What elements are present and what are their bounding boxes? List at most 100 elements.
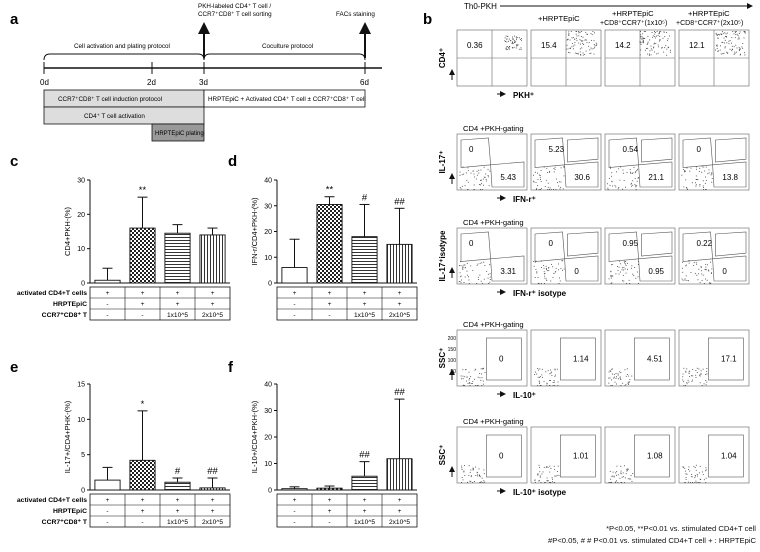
gate-polygon xyxy=(638,255,673,282)
event-dot xyxy=(534,482,536,483)
event-dot xyxy=(480,179,482,181)
event-dot xyxy=(476,385,478,386)
event-dot xyxy=(513,35,515,37)
event-dot xyxy=(553,168,555,169)
event-dot xyxy=(550,369,551,371)
event-dot xyxy=(472,269,474,271)
event-dot xyxy=(682,466,684,468)
event-dot xyxy=(469,471,471,473)
event-dot xyxy=(737,38,739,40)
event-dot xyxy=(595,45,597,46)
event-dot xyxy=(468,276,470,278)
event-dot xyxy=(651,31,653,33)
event-dot xyxy=(581,40,583,42)
event-dot xyxy=(554,368,556,370)
event-dot xyxy=(552,385,554,386)
event-dot xyxy=(608,177,610,179)
event-dot xyxy=(537,185,539,187)
gate-value: 12.1 xyxy=(689,41,705,50)
event-dot xyxy=(487,175,489,176)
event-dot xyxy=(620,465,622,467)
event-dot xyxy=(558,283,560,284)
event-dot xyxy=(744,32,746,34)
event-dot xyxy=(577,31,579,32)
event-dot xyxy=(549,171,551,173)
event-dot xyxy=(617,373,619,375)
event-dot xyxy=(631,182,633,184)
day-label-0d: 0d xyxy=(40,78,49,87)
event-dot xyxy=(462,267,464,269)
gate-polygon xyxy=(567,137,599,163)
event-dot xyxy=(666,40,668,42)
event-dot xyxy=(700,370,702,372)
y-axis-label: IL-17+/CD4+PHK-(%) xyxy=(63,400,72,473)
event-dot xyxy=(696,274,698,276)
event-dot xyxy=(479,274,481,276)
bar-induction-label: CCR7⁺CD8⁺ T cell induction protocol xyxy=(58,96,162,103)
bar-plating-label: HRPTEpiC plating xyxy=(155,131,204,137)
y-tick-label: 20 xyxy=(77,212,85,219)
event-dot xyxy=(685,264,687,266)
event-dot xyxy=(736,33,738,35)
event-dot xyxy=(705,469,707,471)
event-dot xyxy=(659,31,660,33)
event-dot xyxy=(590,33,592,35)
event-dot xyxy=(483,473,485,475)
event-dot xyxy=(710,272,712,274)
event-dot xyxy=(462,266,464,268)
event-dot xyxy=(625,473,627,475)
flow-plot: 4.51 xyxy=(604,329,676,387)
table-cell: + xyxy=(211,301,215,308)
event-dot xyxy=(656,31,658,32)
event-dot xyxy=(700,479,702,480)
event-dot xyxy=(610,370,612,372)
event-dot xyxy=(558,475,560,477)
event-dot xyxy=(632,184,634,186)
event-dot xyxy=(620,473,622,475)
event-dot xyxy=(697,279,699,281)
event-dot xyxy=(720,53,722,55)
table-cell: 2x10^5 xyxy=(389,519,410,526)
event-dot xyxy=(546,382,548,384)
chart-e: e051015IL-17+/CD4+PHK-(%)*###++++activat… xyxy=(10,359,231,528)
event-dot xyxy=(472,468,474,470)
plot-frame xyxy=(530,329,602,387)
event-dot xyxy=(615,472,617,474)
event-dot xyxy=(635,171,637,173)
event-dot xyxy=(481,189,483,190)
event-dot xyxy=(744,54,746,56)
event-dot xyxy=(481,373,483,375)
event-dot xyxy=(631,173,633,174)
event-dot xyxy=(683,186,685,188)
event-dot xyxy=(558,185,560,187)
plot-frame xyxy=(678,329,750,387)
event-dot xyxy=(468,379,470,381)
flow-y-label: SSC⁺ xyxy=(438,348,447,369)
event-dot xyxy=(654,37,656,39)
event-dot xyxy=(570,31,572,32)
chart-f: f010203040IL-10+/CD4+PKH-(%)####++++-+++… xyxy=(228,359,418,528)
event-dot xyxy=(689,370,691,372)
event-dot xyxy=(612,275,614,277)
flow-x-label: IL-10⁺ isotype xyxy=(513,488,567,497)
event-dot xyxy=(700,270,702,272)
event-dot xyxy=(464,475,466,476)
event-dot xyxy=(654,33,656,35)
event-dot xyxy=(622,188,623,190)
event-dot xyxy=(682,373,684,375)
event-dot xyxy=(613,475,615,477)
event-dot xyxy=(644,38,646,39)
event-dot xyxy=(545,466,547,468)
table-cell: - xyxy=(141,519,143,526)
event-dot xyxy=(627,374,628,376)
event-dot xyxy=(705,263,707,265)
event-dot xyxy=(537,277,539,278)
event-dot xyxy=(464,376,466,378)
event-dot xyxy=(484,265,486,266)
event-dot xyxy=(586,42,588,44)
event-dot xyxy=(670,49,671,51)
event-dot xyxy=(512,38,514,40)
event-dot xyxy=(613,377,615,379)
event-dot xyxy=(629,283,631,284)
